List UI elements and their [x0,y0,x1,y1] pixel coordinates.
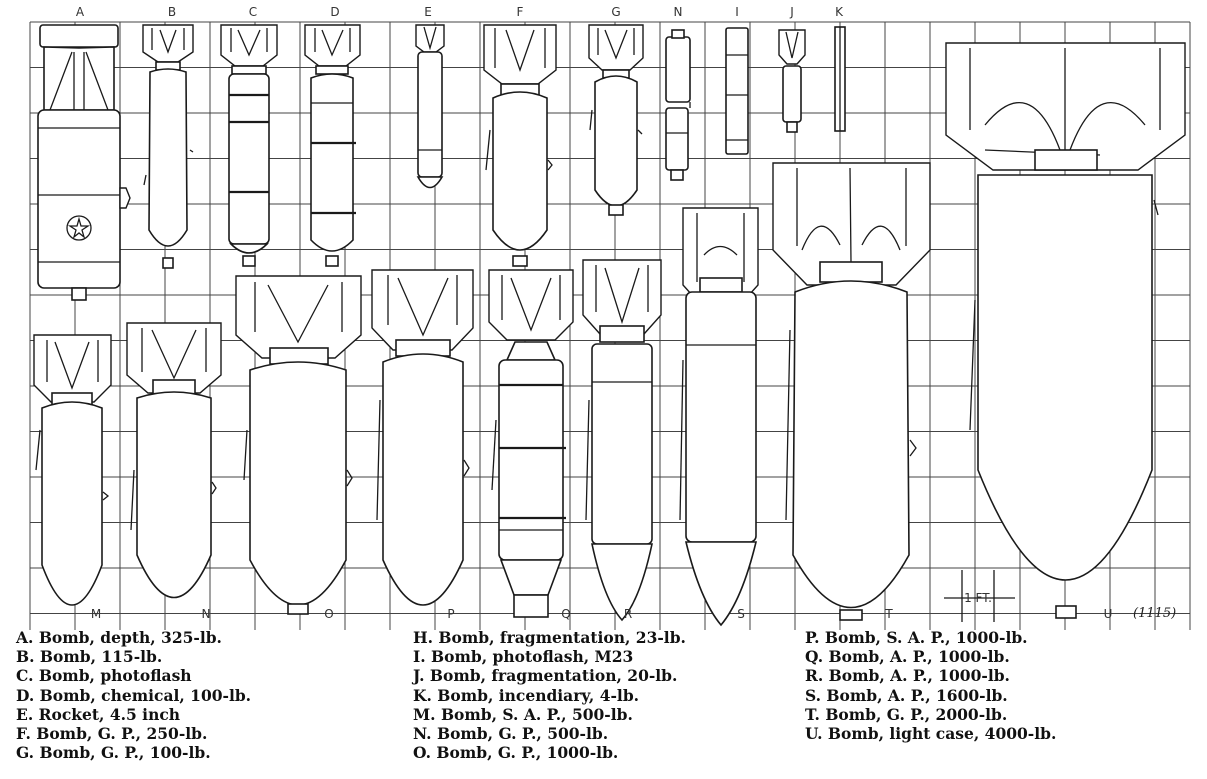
legend-item-b: B. Bomb, 115-lb. [16,647,163,667]
bomb-q-ap-1000lb [488,269,574,618]
bomb-comparison-diagram: 1 FT. A B C D E F G N I J K M N O P Q R S T U (1115) [29,5,1191,630]
top-label-d: D [330,5,339,19]
bomb-m-sap-500lb [33,334,112,606]
legend-item-d: D. Bomb, chemical, 100-lb. [16,685,252,705]
bomb-j-fragmentation-20lb [778,29,806,133]
bomb-p-sap-1000lb [371,269,474,606]
legend-item-k: K. Bomb, incendiary, 4-lb. [413,685,640,705]
legend-item-e: E. Rocket, 4.5 inch [16,704,181,724]
legend-item-q: Q. Bomb, A. P., 1000-lb. [805,647,1010,667]
top-label-e: E [424,5,432,19]
legend-item-h: H. Bomb, fragmentation, 23-lb. [413,628,686,647]
bottom-label-t: T [884,607,893,621]
legend-item-m: M. Bomb, S. A. P., 500-lb. [413,704,633,724]
bomb-f-gp-250lb [483,24,557,267]
bomb-d-chemical-100lb [304,24,361,267]
legend-item-c: C. Bomb, photoflash [16,666,192,686]
legend-item-n: N. Bomb, G. P., 500-lb. [413,724,609,744]
legend-item-o: O. Bomb, G. P., 1000-lb. [413,743,619,763]
bomb-h-fragmentation-23lb [665,29,691,181]
bomb-b-115lb [142,24,194,269]
figure-number: (1115) [1133,606,1176,621]
legend-item-u: U. Bomb, light case, 4000-lb. [805,724,1057,744]
bomb-c-photoflash [220,24,278,267]
bottom-row-labels: M N O P Q R S T U [91,607,1113,621]
bottom-label-u: U [1104,607,1113,621]
bomb-k-incendiary-4lb [834,26,846,132]
top-label-f: F [517,5,524,19]
legend-item-p: P. Bomb, S. A. P., 1000-lb. [805,628,1028,647]
legend-column-2: H. Bomb, fragmentation, 23-lb. I. Bomb, … [413,628,686,762]
legend-column-1: A. Bomb, depth, 325-lb. B. Bomb, 115-lb.… [16,628,251,762]
bottom-label-p: P [447,607,454,621]
bottom-label-n: N [202,607,211,621]
bottom-label-r: R [624,607,632,621]
top-label-n: N [674,5,683,19]
top-label-j: J [789,5,794,19]
legend-item-j: J. Bomb, fragmentation, 20-lb. [413,666,678,686]
bomb-r-ap-1000lb [582,259,662,622]
bomb-u-light-case-4000lb [945,42,1186,619]
scale-indicator: 1 FT. [944,570,1015,622]
top-label-i: I [735,5,739,19]
bottom-label-q: Q [561,607,570,621]
top-label-c: C [249,5,257,19]
top-label-b: B [168,5,176,19]
bomb-g-gp-100lb [588,24,644,216]
rocket-e-4-5-inch [415,24,445,189]
legend-item-r: R. Bomb, A. P., 1000-lb. [805,666,1010,686]
legend-item-g: G. Bomb, G. P., 100-lb. [16,743,211,763]
bomb-s-ap-1600lb [679,207,759,627]
bomb-t-gp-2000lb [772,162,931,621]
bottom-label-m: M [91,607,101,621]
legend-item-a: A. Bomb, depth, 325-lb. [16,628,222,647]
bomb-n-gp-500lb [126,322,222,599]
top-label-a: A [76,5,85,19]
scale-label: 1 FT. [964,591,992,605]
legend-item-f: F. Bomb, G. P., 250-lb. [16,724,208,744]
bomb-a-depth-325lb [37,24,131,301]
legend-column-3: P. Bomb, S. A. P., 1000-lb. Q. Bomb, A. … [805,628,1056,743]
legend-item-s: S. Bomb, A. P., 1600-lb. [805,685,1008,705]
bomb-o-gp-1000lb [235,275,362,615]
top-label-g: G [611,5,620,19]
bottom-label-s: S [737,607,745,621]
top-label-k: K [835,5,844,19]
bomb-i-photoflash-m23 [725,27,749,155]
legend-item-i: I. Bomb, photoflash, M23 [413,647,634,667]
legend-item-t: T. Bomb, G. P., 2000-lb. [805,704,1008,724]
bottom-label-o: O [324,607,333,621]
